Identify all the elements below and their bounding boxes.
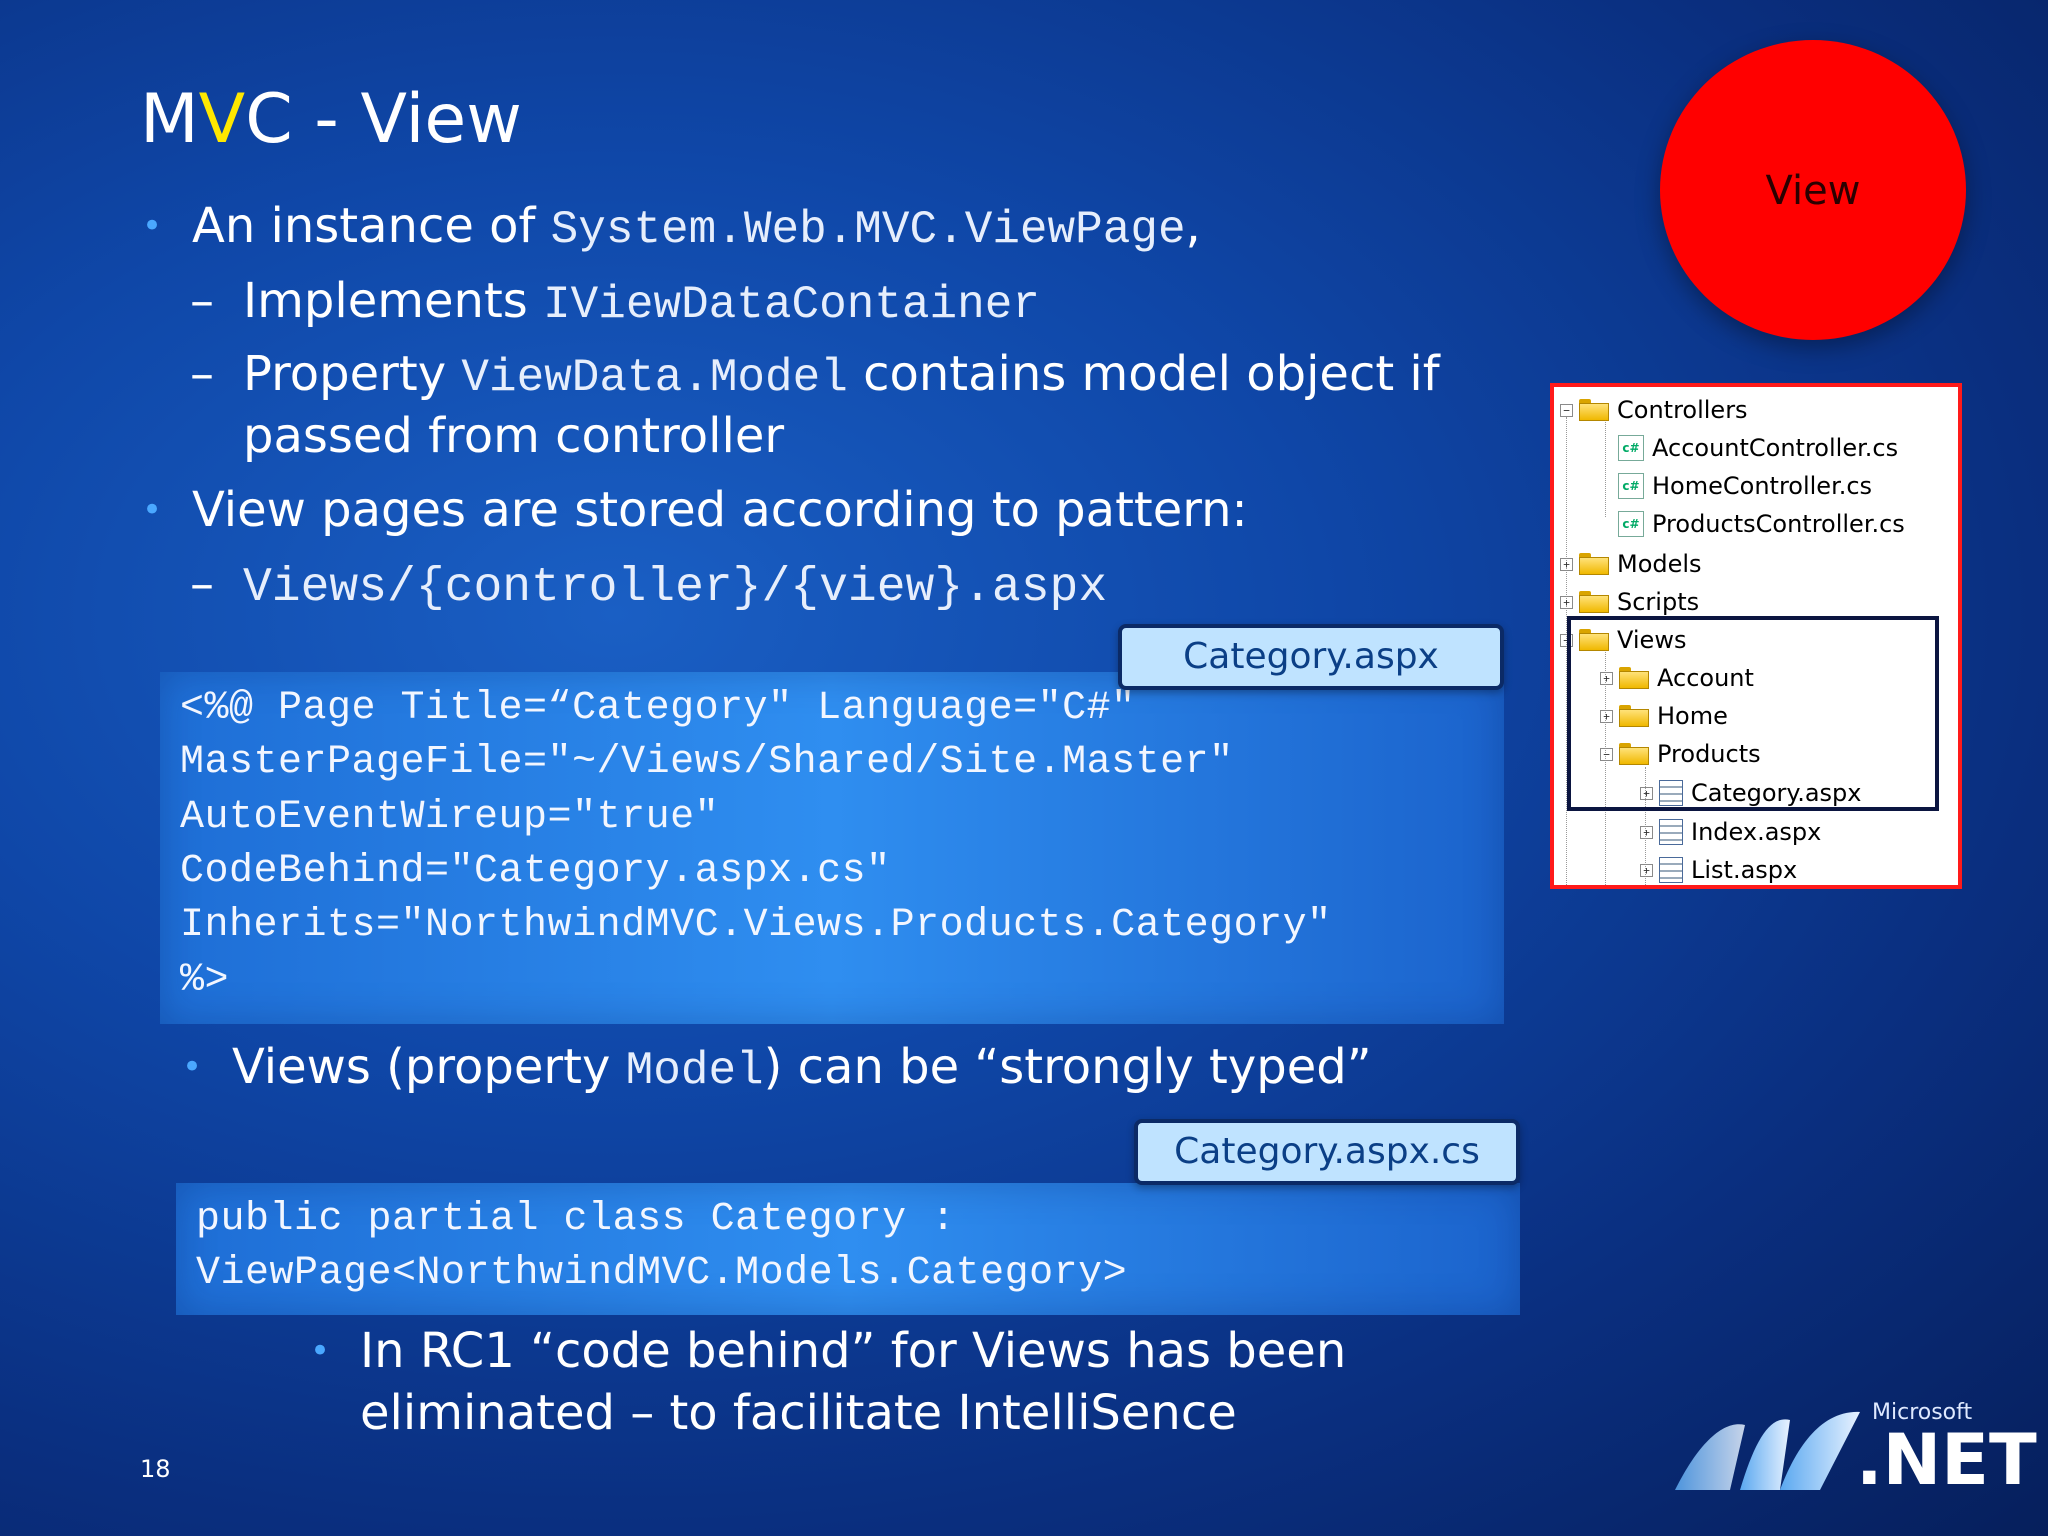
folder-open-icon (1579, 629, 1609, 651)
bullet-viewpage: An instance of System.Web.MVC.ViewPage, (192, 198, 1201, 256)
tree-item-productscontroller[interactable]: ProductsController.cs (1618, 505, 1905, 543)
tree-item-homecontroller[interactable]: HomeController.cs (1618, 467, 1872, 505)
circle-label: View (1765, 168, 1861, 214)
bullet-rc1-line2: eliminated – to facilitate IntelliSence (360, 1385, 1237, 1441)
folder-icon (1619, 667, 1649, 689)
sub-bullet-property-cont: passed from controller (243, 408, 785, 464)
tree-item-views[interactable]: −Views (1560, 621, 1686, 659)
csharp-file-icon (1618, 473, 1644, 499)
code-line: ViewPage<NorthwindMVC.Models.Category> (196, 1251, 1128, 1296)
tree-item-home[interactable]: +Home (1600, 697, 1728, 735)
folder-open-icon (1579, 399, 1609, 421)
bullet-rc1-line1: In RC1 “code behind” for Views has been (360, 1323, 1347, 1379)
folder-icon (1579, 553, 1609, 575)
code-line: MasterPageFile="~/Views/Shared/Site.Mast… (180, 740, 1234, 785)
aspx-file-icon (1659, 857, 1683, 883)
csharp-file-icon (1618, 511, 1644, 537)
tree-item-products[interactable]: −Products (1600, 735, 1761, 773)
dotnet-logo: Microsoft .NET (1670, 1400, 2037, 1500)
title-accent-letter: V (198, 80, 246, 159)
dotnet-wordmark: .NET (1856, 1419, 2037, 1501)
tree-item-controllers[interactable]: −Controllers (1560, 391, 1748, 429)
solution-explorer-tree: −Controllers AccountController.cs HomeCo… (1550, 383, 1962, 889)
dotnet-wave-icon (1675, 1411, 1860, 1490)
dash-icon: – (190, 556, 214, 612)
dash-icon: – (190, 273, 214, 329)
code-line: <%@ Page Title=“Category" Language="C#" (180, 686, 1136, 731)
tree-item-scripts[interactable]: +Scripts (1560, 583, 1699, 621)
bullet-strongly-typed: Views (property Model) can be “strongly … (232, 1039, 1372, 1097)
code-line: %> (180, 958, 230, 1003)
code-block-category-aspx: <%@ Page Title=“Category" Language="C#" … (160, 672, 1504, 1024)
slide-title: MVC - View (140, 80, 522, 159)
folder-icon (1619, 705, 1649, 727)
tree-item-accountcontroller[interactable]: AccountController.cs (1618, 429, 1898, 467)
bullet-dot-icon: • (142, 490, 163, 530)
code-line: public partial class Category : (196, 1197, 956, 1242)
code-line: AutoEventWireup="true" (180, 795, 720, 840)
file-tag-category-aspx: Category.aspx (1118, 624, 1504, 690)
page-number: 18 (140, 1455, 171, 1483)
views-highlight-box (1567, 616, 1939, 811)
view-highlight-circle: View (1660, 40, 1966, 340)
code-line: CodeBehind="Category.aspx.cs" (180, 849, 891, 894)
file-tag-category-aspx-cs: Category.aspx.cs (1134, 1119, 1520, 1185)
tree-item-index-aspx[interactable]: +Index.aspx (1640, 813, 1821, 851)
folder-open-icon (1619, 743, 1649, 765)
sub-bullet-path: Views/{controller}/{view}.aspx (243, 561, 1108, 615)
code-block-category-aspx-cs: public partial class Category : ViewPage… (176, 1183, 1520, 1315)
aspx-file-icon (1659, 780, 1683, 806)
aspx-file-icon (1659, 819, 1683, 845)
bullet-dot-icon: • (182, 1047, 203, 1087)
microsoft-wordmark: Microsoft (1872, 1400, 1973, 1425)
sub-bullet-implements: Implements IViewDataContainer (243, 273, 1040, 331)
code-line: Inherits="NorthwindMVC.Views.Products.Ca… (180, 903, 1332, 948)
sub-bullet-property: Property ViewData.Model contains model o… (243, 346, 1440, 404)
tree-item-list-aspx[interactable]: +List.aspx (1640, 851, 1797, 885)
folder-icon (1579, 591, 1609, 613)
dash-icon: – (190, 346, 214, 402)
tree-item-account[interactable]: +Account (1600, 659, 1754, 697)
bullet-dot-icon: • (310, 1331, 331, 1371)
tree-item-category-aspx[interactable]: +Category.aspx (1640, 774, 1861, 812)
bullet-pattern: View pages are stored according to patte… (192, 482, 1248, 538)
csharp-file-icon (1618, 435, 1644, 461)
bullet-dot-icon: • (142, 206, 163, 246)
tree-item-models[interactable]: +Models (1560, 545, 1702, 583)
